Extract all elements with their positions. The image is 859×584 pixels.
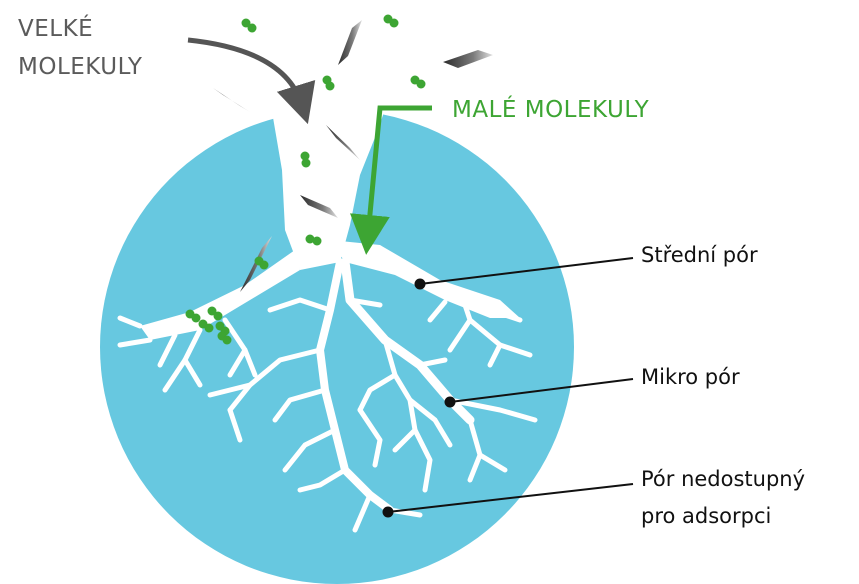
large-molecule xyxy=(338,20,362,65)
medium-pore-label: Střední pór xyxy=(641,242,758,268)
large-molecule xyxy=(213,88,250,112)
large-molecules-label-line1: VELKÉ xyxy=(18,15,93,44)
small-molecule xyxy=(411,76,426,89)
large-molecule xyxy=(443,50,493,68)
inaccessible-pore-label-line1: Pór nedostupný xyxy=(641,466,805,492)
small-molecules-label: MALÉ MOLEKULY xyxy=(452,96,649,125)
small-molecule xyxy=(384,15,399,28)
inaccessible-pore-label-line2: pro adsorpci xyxy=(641,503,771,529)
large-molecules-arrow xyxy=(188,40,302,105)
small-molecule xyxy=(242,19,257,33)
medium-pore-dot xyxy=(415,279,426,290)
small-molecule xyxy=(323,76,335,91)
micro-pore-label: Mikro pór xyxy=(641,364,740,390)
inaccessible-pore-dot xyxy=(383,507,394,518)
large-molecules-label-line2: MOLEKULY xyxy=(18,53,142,82)
micro-pore-dot xyxy=(445,397,456,408)
